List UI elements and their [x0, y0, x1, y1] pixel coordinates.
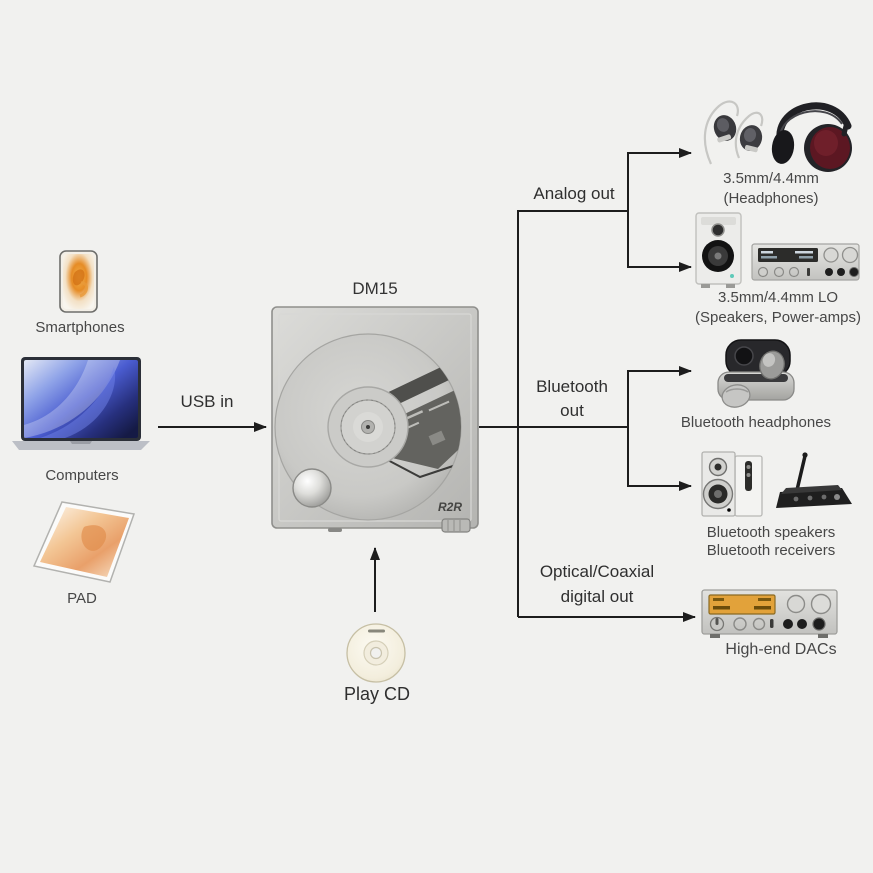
bluetooth-receiver-image [776, 452, 852, 508]
analog-speakers-caption-line2: (Speakers, Power-amps) [695, 309, 861, 326]
usb-in-label: USB in [180, 392, 234, 411]
bluetooth-speakers-caption-line1: Bluetooth speakers [706, 524, 836, 541]
bluetooth-speakers-caption-line2: Bluetooth receivers [706, 542, 836, 559]
bluetooth-speakers-image [701, 451, 763, 517]
device-knob [292, 468, 332, 508]
power-amp-image [751, 243, 860, 281]
device-spindle-hub [327, 386, 409, 468]
digital-out-label-line1: Optical/Coaxial [539, 562, 655, 581]
bluetooth-out-label-line2: out [560, 401, 584, 420]
smartphones-label: Smartphones [35, 319, 125, 336]
bluetooth-earbuds-image [717, 339, 795, 408]
pad-label: PAD [67, 590, 97, 607]
analog-headphones-caption-line2: (Headphones) [723, 190, 819, 207]
dm15-player-image: R2R [271, 306, 479, 533]
cd-disc-image [346, 623, 406, 683]
pad-image [32, 501, 136, 583]
bluetooth-headphones-caption: Bluetooth headphones [680, 414, 832, 431]
device-volume-cylinder [441, 518, 471, 533]
high-end-dacs-caption: High-end DACs [725, 641, 837, 658]
headphones-image [771, 102, 852, 172]
analog-out-label: Analog out [533, 184, 615, 203]
dac-display [708, 594, 776, 615]
powered-speaker-image [695, 212, 742, 288]
device-title: DM15 [352, 279, 398, 298]
iem-earphones-image [703, 100, 764, 165]
smartphone-image [59, 250, 98, 313]
analog-speakers-caption-line1: 3.5mm/4.4mm LO [717, 289, 839, 306]
play-cd-label: Play CD [343, 684, 411, 704]
analog-headphones-caption-line1: 3.5mm/4.4mm [723, 170, 819, 187]
laptop-image [12, 357, 150, 450]
high-end-dac-image [701, 589, 838, 638]
digital-out-label-line2: digital out [560, 587, 634, 606]
bluetooth-out-label-line1: Bluetooth [536, 377, 608, 396]
computers-label: Computers [45, 467, 119, 484]
device-logo: R2R [438, 500, 462, 514]
